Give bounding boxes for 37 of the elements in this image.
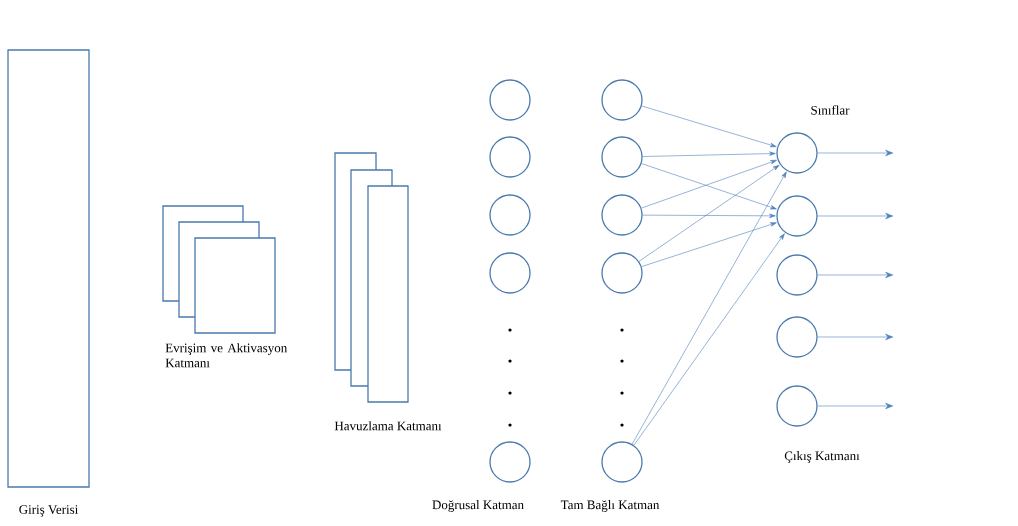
arrow [633,233,785,446]
layer-stack: Havuzlama Katmanı [334,152,442,431]
arrow [817,402,894,410]
neuron-circle [776,195,818,237]
neuron-circle [601,441,643,483]
node-label: Giriş Verisi [19,505,79,517]
arrow [638,164,780,262]
neuron-circle [776,132,818,174]
layer-stack: Evrişim ve Aktivasyon Katmanı [162,205,288,368]
arrow [642,151,776,157]
neuron-circle [601,252,643,294]
neuron-circle [489,194,531,236]
neuron-circle [601,136,643,178]
neuron-circle [776,254,818,296]
layer-label: Doğrusal Katman [432,500,524,512]
arrow [817,212,894,220]
arrow [817,149,894,157]
arrow [817,271,894,279]
neuron-circle [489,79,531,121]
neuron-circle [489,441,531,483]
layer-label: Çıkış Katmanı [784,451,860,463]
neuron-circle [776,385,818,427]
node-label: Evrişim ve Aktivasyon Katmanı [165,343,288,368]
arrow [817,333,894,341]
neuron-circle [489,252,531,294]
input-box: Giriş Verisi [7,49,90,517]
neuron-circle [776,316,818,358]
arrow [631,171,787,445]
neuron-circle [601,194,643,236]
arrow [641,222,777,267]
node-label: Havuzlama Katmanı [334,421,442,431]
layer-label: Sınıflar [811,105,850,115]
neuron-circle [489,136,531,178]
arrow [641,105,777,148]
layer-label: Tam Bağlı Katman [560,500,660,512]
arrow [642,213,776,218]
neuron-circle [601,79,643,121]
